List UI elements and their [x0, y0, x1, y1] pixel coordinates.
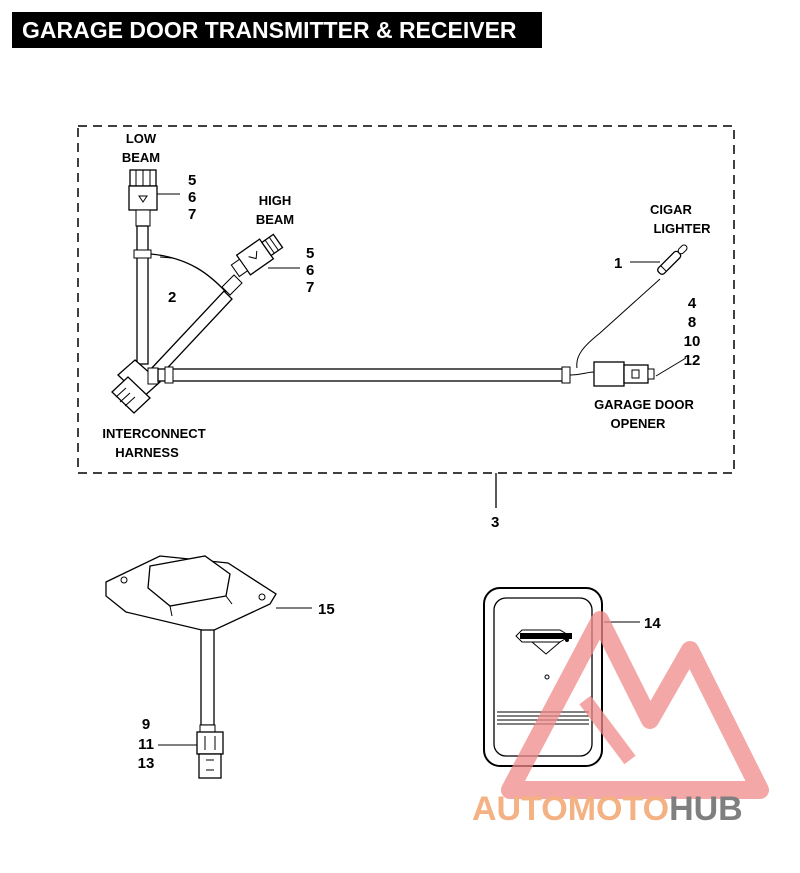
callout-receiver: 15: [318, 601, 335, 618]
callout-high-beam-1: 5: [306, 245, 314, 262]
high-beam-connector: [230, 233, 284, 278]
high-beam-label-1: HIGH: [259, 193, 292, 208]
callout-transmitter: 14: [644, 615, 661, 632]
interconnect-harness-connector: [111, 359, 161, 414]
cigar-lighter-label-2: LIGHTER: [653, 221, 711, 236]
callout-cigar: 1: [614, 255, 622, 272]
callout-low-beam-1: 5: [188, 172, 196, 189]
kit-boundary: [77, 125, 735, 474]
callout-high-beam-3: 7: [306, 279, 314, 296]
low-beam-label-1: LOW: [126, 131, 157, 146]
garage-door-opener-connector: [593, 361, 655, 387]
callout-low-beam-2: 6: [188, 189, 196, 206]
main-harness: [157, 368, 569, 382]
interconnect-label-2: HARNESS: [115, 445, 179, 460]
callout-opener-3: 10: [684, 333, 701, 350]
callout-rx-connector-1: 9: [142, 716, 150, 733]
cigar-lighter-wire: [576, 278, 661, 369]
callout-rx-connector-2: 11: [138, 736, 154, 753]
transmitter-remote: [483, 587, 603, 767]
callout-opener-1: 4: [688, 295, 697, 312]
high-beam-wire: [149, 290, 233, 379]
callout-kit: 3: [491, 514, 499, 531]
watermark-text: AUTOMOTOHUB: [472, 790, 743, 828]
watermark-logo: [501, 611, 769, 799]
low-beam-connector: [128, 169, 158, 227]
receiver-module: [105, 555, 277, 779]
cigar-lighter-label-1: CIGAR: [650, 202, 693, 217]
opener-label-2: OPENER: [611, 416, 667, 431]
harness-branch-wire: [150, 253, 227, 293]
watermark-text-part2: HUB: [669, 790, 743, 828]
opener-label-1: GARAGE DOOR: [594, 397, 694, 412]
callout-branch: 2: [168, 289, 176, 306]
watermark-text-part1: AUTOMOTO: [472, 790, 669, 828]
low-beam-label-2: BEAM: [122, 150, 160, 165]
callout-rx-connector-3: 13: [138, 755, 155, 772]
interconnect-label-1: INTERCONNECT: [102, 426, 205, 441]
callout-low-beam-3: 7: [188, 206, 196, 223]
callout-opener-2: 8: [688, 314, 696, 331]
callout-high-beam-2: 6: [306, 262, 314, 279]
high-beam-label-2: BEAM: [256, 212, 294, 227]
page-title: GARAGE DOOR TRANSMITTER & RECEIVER: [12, 12, 542, 48]
callout-opener-4: 12: [684, 352, 701, 369]
low-beam-wire: [136, 225, 149, 365]
cigar-lighter-plug: [657, 244, 688, 275]
